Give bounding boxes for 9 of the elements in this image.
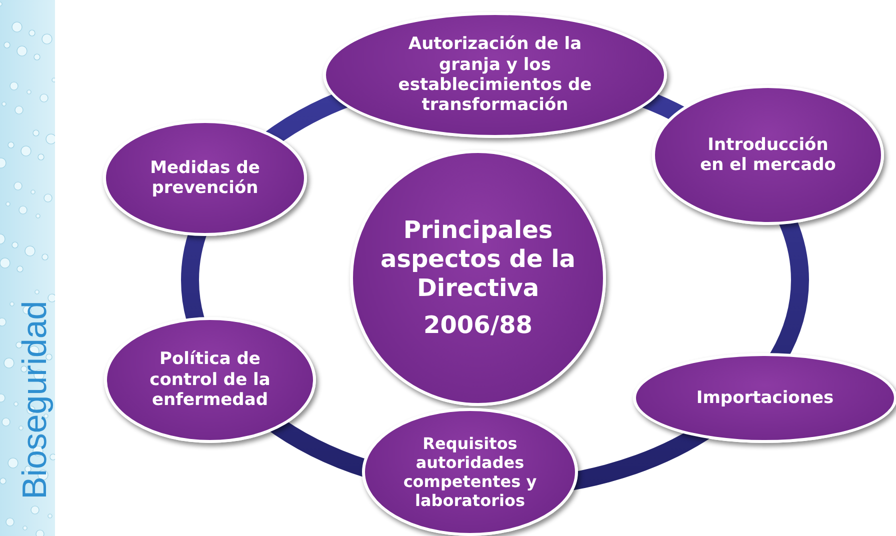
node-sublabel: 2006/88 [424, 310, 532, 340]
node-label: Requisitos autoridades competentes y laboratorios [402, 434, 538, 510]
node-label: Política de control de la enfermedad [148, 349, 272, 411]
node-label: Introducción en el mercado [699, 134, 837, 176]
node-label: Importaciones [696, 388, 834, 408]
vertical-title: Bioseguridad [15, 300, 55, 502]
node-label: Medidas de prevención [149, 158, 261, 198]
node-label: Principales aspectos de la Directiva [380, 216, 576, 303]
node-label: Autorización de la granja y los establecimientos de transformación [397, 34, 593, 116]
